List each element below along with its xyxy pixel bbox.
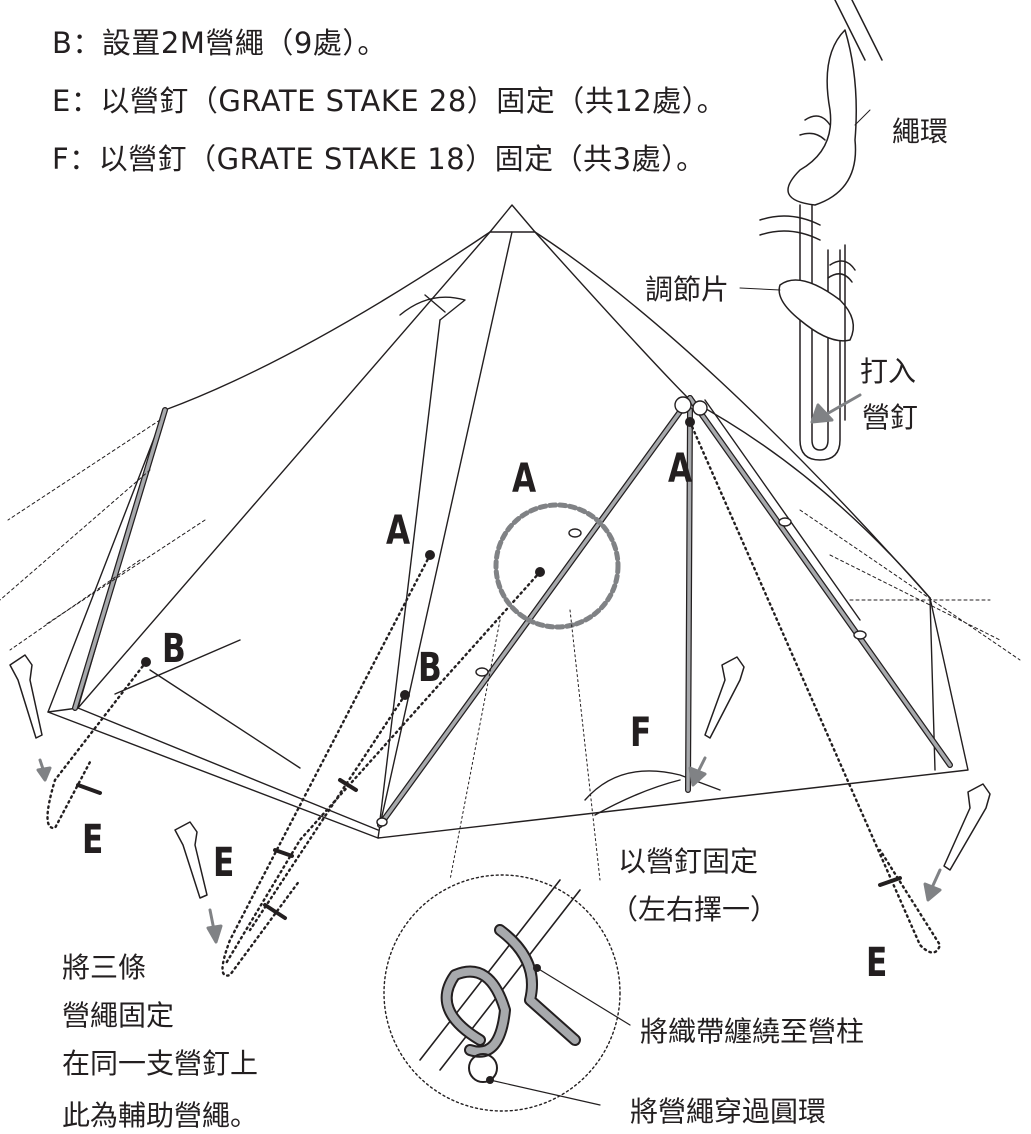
rope-loop-inset (739, 0, 883, 461)
header-line-e: E：以營釘（GRATE STAKE 28）固定（共12處）。 (52, 84, 727, 118)
label-a-center: A (512, 456, 537, 502)
label-e-center: E (213, 840, 235, 886)
label-choose-side: （左右擇一） (610, 893, 779, 926)
guy-ropes-faint (0, 419, 1021, 661)
label-e-right: E (866, 940, 888, 986)
label-fix-with-stake: 以營釘固定 (618, 845, 759, 878)
label-wrap-webbing: 將織帶纏繞至營柱 (640, 1015, 865, 1048)
header-line-f: F：以營釘（GRATE STAKE 18）固定（共3處）。 (52, 142, 706, 176)
label-a-left: A (386, 508, 411, 554)
label-b-left: B (162, 626, 186, 672)
label-rope-loop: 繩環 (892, 115, 949, 148)
label-e-left: E (82, 817, 104, 863)
guy-ropes (46, 420, 942, 977)
arrows (36, 393, 942, 944)
detail-highlight-circle (493, 502, 621, 630)
label-three-ropes-1: 將三條 (62, 951, 147, 984)
label-aux-rope: 此為輔助營繩。 (62, 1099, 259, 1132)
label-three-ropes-2: 營繩固定 (62, 999, 175, 1032)
zoom-detail (383, 874, 631, 1112)
label-three-ropes-3: 在同一支營釘上 (62, 1047, 259, 1080)
label-a-right: A (668, 446, 693, 492)
label-b-center: B (418, 645, 442, 691)
label-thread-ring: 將營繩穿過圓環 (630, 1095, 827, 1128)
label-drive-stake-2: 營釘 (862, 401, 919, 434)
header-line-b: B：設置2M營繩（9處）。 (52, 26, 387, 60)
attach-points (141, 417, 695, 700)
label-adjuster: 調節片 (645, 273, 730, 306)
stakes (9, 654, 991, 899)
tensioners (76, 778, 902, 920)
label-drive-stake-1: 打入 (860, 355, 917, 388)
label-f: F (630, 710, 652, 756)
